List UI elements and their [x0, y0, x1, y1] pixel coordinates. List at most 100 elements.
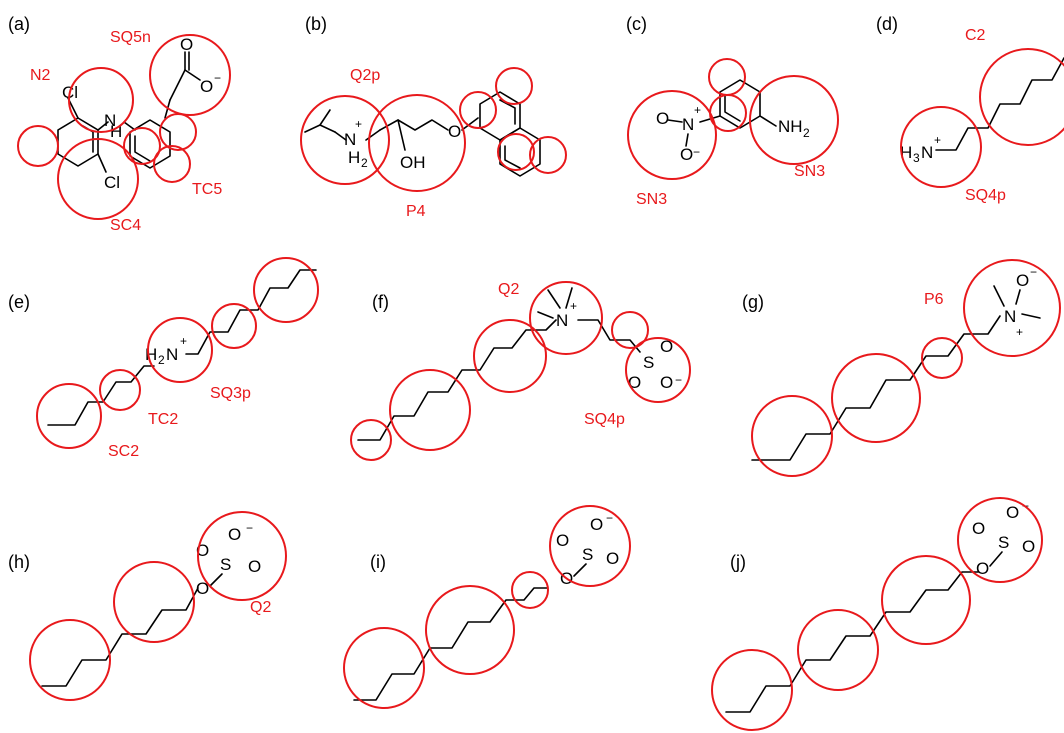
ring-c-inner	[724, 95, 741, 122]
bead-label-sq4p-d: SQ4p	[965, 187, 1006, 204]
bead-g-chain-1	[751, 395, 833, 477]
bond-carboxyl	[169, 69, 186, 101]
bond-chain-j	[725, 571, 979, 713]
bead-label-sq5n: SQ5n	[110, 29, 151, 46]
bond-os-j	[989, 551, 1003, 567]
atom-o-minus-c: −	[693, 145, 700, 159]
atom-o-g: O	[1016, 271, 1029, 290]
atom-h2n-plus: +	[180, 334, 187, 348]
panel-label-a: (a)	[8, 14, 30, 34]
atom-o-single: O	[200, 77, 213, 96]
bead-e-small	[211, 303, 257, 349]
panel-g: (g) N + O − P6	[742, 259, 1061, 477]
bead-f-tail	[350, 419, 392, 461]
bead-b-ring-4	[529, 136, 567, 174]
atom-o1-f: O	[628, 373, 641, 392]
atom-n-c: N	[682, 115, 694, 134]
panel-h: (h) O S O O O − Q2	[8, 511, 287, 701]
bead-label-sc4: SC4	[110, 217, 141, 234]
bead-j-chain-1	[711, 649, 793, 731]
bead-ring-left	[123, 127, 161, 165]
atom-o2-f: O	[660, 337, 673, 356]
bond-chain-i	[353, 587, 549, 701]
atom-n-h-sub: 2	[361, 156, 368, 170]
panel-a: (a) Cl Cl H N O O − N2 SQ5n SC4 TC5	[8, 14, 231, 234]
atom-n-f: N	[556, 311, 568, 330]
atom-h2n-n: N	[166, 345, 178, 364]
atom-nh2-sub: 2	[803, 126, 810, 140]
panel-c: (c) O N + O − NH 2 SN3 SN3	[626, 14, 839, 208]
atom-h2n-sub: 2	[158, 353, 165, 367]
bond-chain-b	[379, 119, 449, 131]
bead-j-chain-2	[797, 609, 879, 691]
bead-label-sn3-right: SN3	[794, 163, 825, 180]
atom-o3-minus-f: −	[675, 373, 682, 387]
bead-b-ring-2	[495, 67, 533, 105]
bond-no-single	[685, 133, 689, 147]
atom-o-ether: O	[448, 122, 461, 141]
bead-f-chain-2	[473, 319, 547, 393]
bond-nme-g2	[1021, 313, 1041, 319]
atom-o3-f: O	[660, 373, 673, 392]
bead-c-ring-top	[708, 58, 746, 96]
atom-o-left-j: O	[972, 519, 985, 538]
bead-sc2-e	[36, 383, 102, 449]
bead-sq4p-d	[900, 106, 982, 188]
bead-sq5n	[149, 34, 231, 116]
atom-o-minus-h: −	[246, 521, 253, 535]
atom-nh-n: N	[104, 111, 116, 130]
atom-o-top-h: O	[228, 525, 241, 544]
atom-o-top: O	[656, 109, 669, 128]
bond-nh-right	[123, 121, 136, 131]
panel-label-g: (g)	[742, 292, 764, 312]
bead-sq3p-e	[147, 317, 213, 383]
atom-o-right-i: O	[606, 549, 619, 568]
panel-label-h: (h)	[8, 552, 30, 572]
bead-sc4	[57, 138, 139, 220]
bead-b-ring-1	[459, 91, 497, 129]
atom-o-top-j: O	[1006, 503, 1019, 522]
atom-o-top-i: O	[590, 515, 603, 534]
bond-o-ring	[461, 117, 479, 131]
atom-s-f: S	[643, 353, 654, 372]
bead-h-chain-1	[29, 619, 111, 701]
bead-i-chain-2	[425, 585, 515, 675]
bead-tc2-e	[99, 369, 141, 411]
bead-label-q2-h: Q2	[250, 599, 271, 616]
panel-d: (d) H 3 N + C2 SQ4p	[876, 14, 1064, 204]
bond-chain-d	[935, 57, 1064, 151]
bead-c2-d	[979, 48, 1064, 146]
bead-q2-f	[529, 281, 603, 355]
panel-e: (e) H 2 N + SC2 TC2 SQ3p	[8, 257, 319, 460]
atom-n: N	[344, 130, 356, 149]
panel-label-j: (j)	[730, 552, 746, 572]
panel-label-c: (c)	[626, 14, 647, 34]
bond-isopropyl-up	[319, 109, 331, 126]
bead-j-chain-3	[881, 555, 971, 645]
bond-oh	[397, 119, 406, 151]
atom-h3n-n: N	[921, 143, 933, 162]
bond-isopropyl	[304, 124, 336, 133]
bead-q2-h	[197, 511, 287, 601]
atom-o-minus-g: −	[1030, 265, 1037, 279]
bead-small-left	[17, 125, 59, 167]
bead-i-chain-1	[343, 627, 425, 709]
atom-n-plus-f: +	[570, 299, 577, 313]
bead-label-tc5: TC5	[192, 181, 222, 198]
panel-i: (i) O S O O O −	[343, 505, 631, 709]
bead-g-chain-2	[831, 353, 921, 443]
bond-no-double	[667, 119, 683, 123]
atom-s-h: S	[220, 555, 231, 574]
bead-ring-bottom	[153, 145, 191, 183]
atom-h3n-plus: +	[934, 133, 941, 147]
bond-no-g	[1015, 289, 1021, 305]
atom-n-h: H	[348, 148, 360, 167]
bead-label-q2p: Q2p	[350, 67, 380, 84]
atom-oh: OH	[400, 153, 426, 172]
bead-p4	[368, 94, 466, 192]
bead-b-ring-3	[497, 133, 535, 171]
atom-h3n-sub: 3	[913, 151, 920, 165]
bead-ring-top	[159, 113, 197, 151]
bead-label-n2: N2	[30, 67, 51, 84]
